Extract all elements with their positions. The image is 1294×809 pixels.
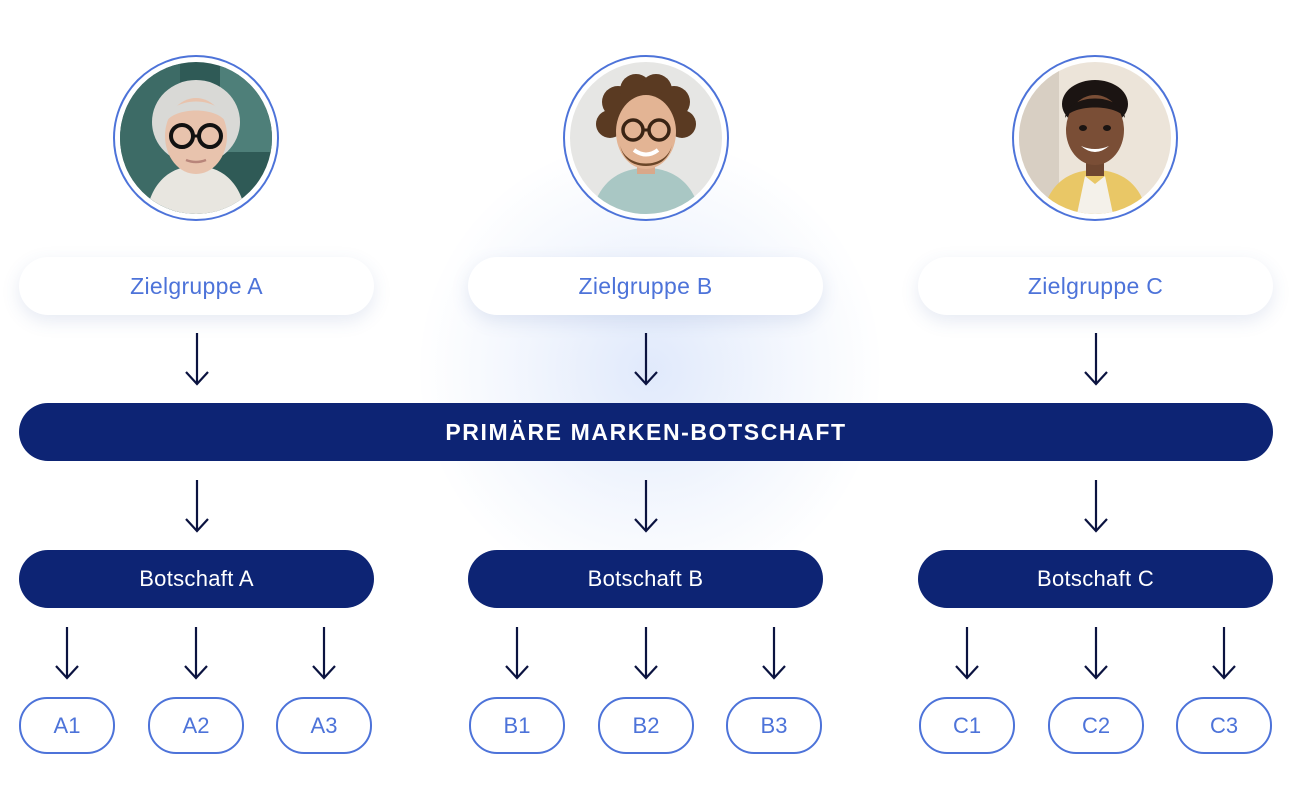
arrow-down-icon — [1084, 480, 1108, 533]
message-label: Botschaft B — [587, 566, 704, 591]
channel-pill-c1: C1 — [919, 697, 1015, 754]
arrow-down-icon — [762, 627, 786, 680]
channel-label: B2 — [632, 712, 660, 738]
avatar-zielgruppe-b — [563, 55, 729, 221]
channel-label: A1 — [53, 712, 81, 738]
audience-label: Zielgruppe A — [130, 272, 263, 299]
audience-label: Zielgruppe B — [578, 272, 713, 299]
person-c-photo-icon — [1019, 62, 1171, 214]
audience-pill-a: Zielgruppe A — [19, 257, 374, 315]
arrow-down-icon — [312, 627, 336, 680]
primary-message-label: PRIMÄRE MARKEN-BOTSCHAFT — [445, 418, 847, 445]
channel-label: C2 — [1081, 712, 1111, 738]
arrow-down-icon — [1212, 627, 1236, 680]
channel-pill-b3: B3 — [726, 697, 822, 754]
channel-pill-b1: B1 — [469, 697, 565, 754]
audience-pill-b: Zielgruppe B — [468, 257, 823, 315]
person-a-photo-icon — [120, 62, 272, 214]
arrow-down-icon — [634, 480, 658, 533]
message-pill-c: Botschaft C — [918, 550, 1273, 608]
channel-label: C3 — [1209, 712, 1239, 738]
arrow-down-icon — [1084, 333, 1108, 386]
channel-pill-b2: B2 — [598, 697, 694, 754]
channel-label: A2 — [182, 712, 210, 738]
arrow-down-icon — [184, 627, 208, 680]
avatar-zielgruppe-a — [113, 55, 279, 221]
arrow-down-icon — [505, 627, 529, 680]
person-b-photo-icon — [570, 62, 722, 214]
arrow-down-icon — [55, 627, 79, 680]
message-label: Botschaft C — [1036, 566, 1155, 591]
channel-label: B1 — [503, 712, 531, 738]
primary-brand-message-bar: PRIMÄRE MARKEN-BOTSCHAFT — [19, 403, 1273, 461]
arrow-down-icon — [634, 333, 658, 386]
arrow-down-icon — [185, 480, 209, 533]
channel-pill-a3: A3 — [276, 697, 372, 754]
audience-label: Zielgruppe C — [1027, 272, 1164, 299]
channel-pill-a1: A1 — [19, 697, 115, 754]
avatar-zielgruppe-c — [1012, 55, 1178, 221]
message-pill-a: Botschaft A — [19, 550, 374, 608]
arrow-down-icon — [185, 333, 209, 386]
arrow-down-icon — [955, 627, 979, 680]
arrow-down-icon — [634, 627, 658, 680]
message-pill-b: Botschaft B — [468, 550, 823, 608]
channel-label: B3 — [760, 712, 788, 738]
channel-label: C1 — [952, 712, 982, 738]
channel-pill-c3: C3 — [1176, 697, 1272, 754]
channel-pill-a2: A2 — [148, 697, 244, 754]
channel-pill-c2: C2 — [1048, 697, 1144, 754]
message-label: Botschaft A — [139, 566, 254, 591]
audience-pill-c: Zielgruppe C — [918, 257, 1273, 315]
arrow-down-icon — [1084, 627, 1108, 680]
channel-label: A3 — [310, 712, 338, 738]
